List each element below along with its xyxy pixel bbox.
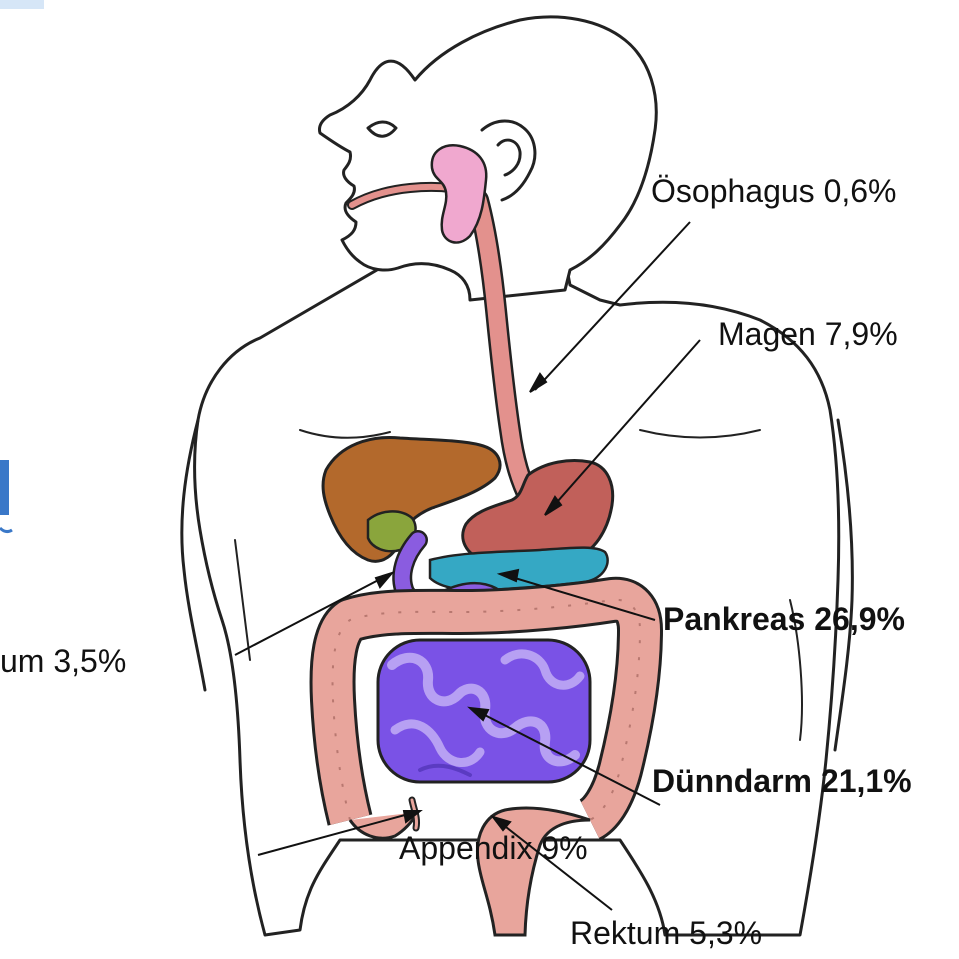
label-magen: Magen 7,9% — [718, 318, 898, 350]
logo-fragment-icon — [0, 0, 44, 532]
label-appendix: Appendix 9% — [399, 832, 588, 864]
label-duodenum: um 3,5% — [0, 645, 126, 677]
label-duenndarm: Dünndarm 21,1% — [652, 765, 912, 797]
label-rektum: Rektum 5,3% — [570, 917, 762, 949]
label-oesophagus: Ösophagus 0,6% — [651, 175, 897, 207]
label-pankreas: Pankreas 26,9% — [663, 603, 905, 635]
